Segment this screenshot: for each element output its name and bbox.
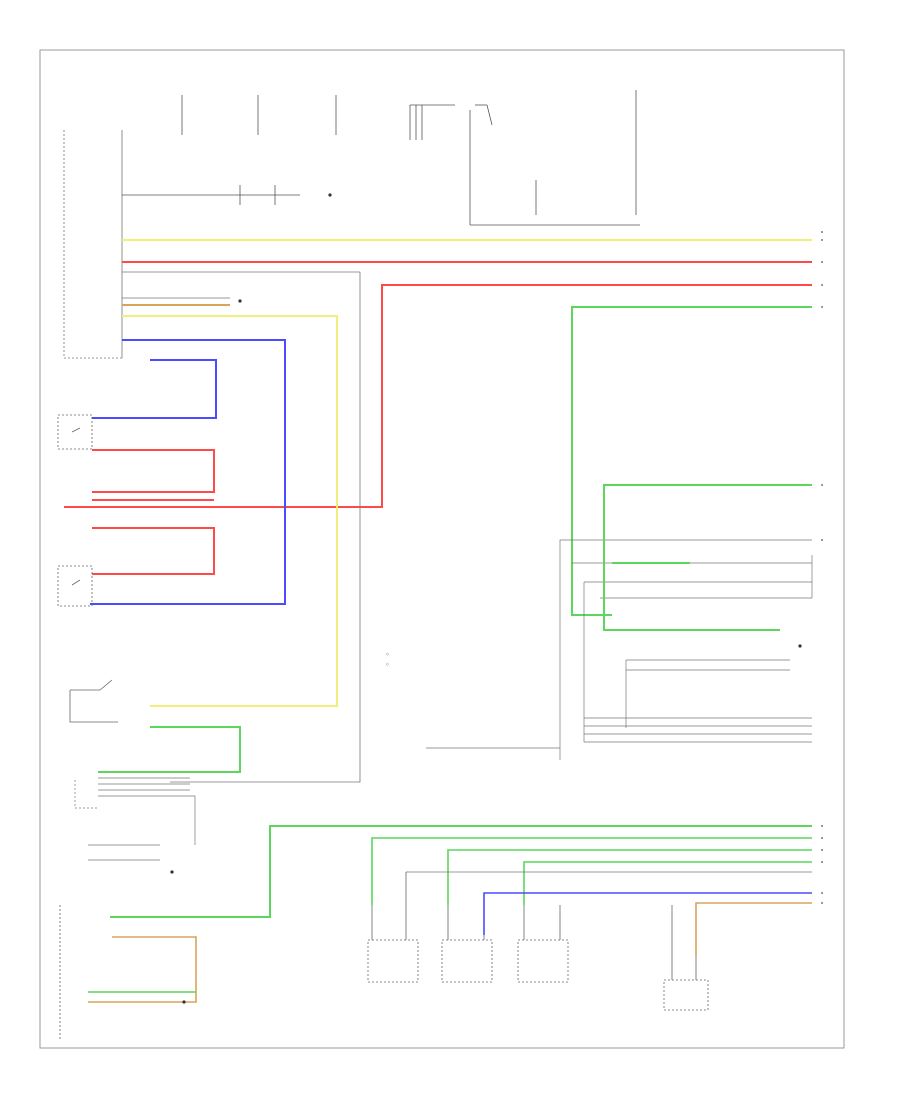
ground-point-top — [328, 193, 332, 197]
wire-green-b4 — [523, 861, 812, 905]
wire-green-b3 — [447, 849, 812, 905]
wire-blue-short — [92, 359, 217, 419]
left-module — [63, 130, 123, 359]
right-edge-ticks — [821, 231, 823, 904]
wire-green-switch — [98, 726, 241, 773]
wire-orange-loop — [88, 936, 197, 1003]
ground-point-right — [798, 644, 802, 648]
wire-yellow-long — [122, 315, 338, 707]
ground-point-module — [238, 299, 242, 303]
wire-green-right — [571, 306, 812, 616]
wire-green-b2 — [371, 837, 812, 905]
bottom-components — [59, 872, 709, 1040]
left-switch-blocks — [57, 414, 118, 723]
legend: ◇ ◇ — [386, 652, 389, 666]
legend-marker-1: ◇ — [386, 652, 389, 656]
wire-red-loop-upper — [92, 449, 215, 493]
wire-orange-bottom — [695, 902, 812, 955]
mid-harness-frame — [170, 272, 361, 783]
ground-point-bottom-left — [182, 1000, 186, 1004]
right-module-lines — [426, 539, 813, 760]
wire-green-right-loop — [603, 484, 812, 631]
wire-blue-bottom — [483, 892, 812, 935]
lower-left-lines — [74, 777, 196, 861]
wire-red-long — [64, 284, 812, 508]
wire-green-bottom — [110, 825, 812, 918]
wire-red-loop-lower — [92, 527, 215, 575]
ground-point-lower — [170, 870, 174, 874]
top-fuse-drops — [122, 90, 640, 226]
wire-blue-loop — [90, 339, 286, 605]
diagram-frame — [39, 49, 845, 1049]
legend-marker-2: ◇ — [386, 662, 389, 666]
